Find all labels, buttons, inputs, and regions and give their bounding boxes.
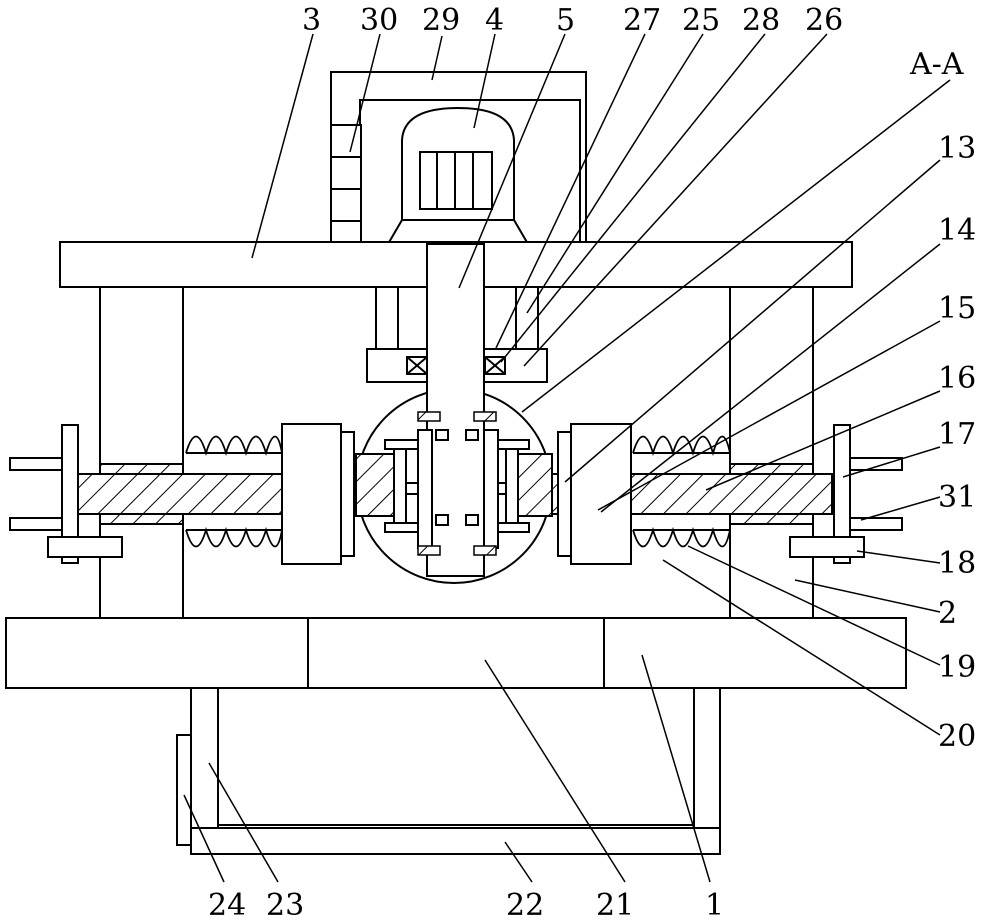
label-19: 19 — [938, 650, 976, 685]
label-17: 17 — [938, 417, 976, 452]
spring-upper-left — [185, 435, 283, 457]
left-knob — [47, 424, 123, 564]
label-25: 25 — [682, 3, 720, 38]
leader-lines — [183, 33, 951, 883]
left-slider-block — [281, 423, 355, 565]
spring-upper-right — [632, 435, 731, 457]
part-labels: 3 30 29 4 5 27 25 28 26 A-A 13 14 15 16 … — [208, 3, 976, 923]
label-30: 30 — [360, 3, 398, 38]
lower-frame — [176, 687, 721, 855]
motor — [386, 106, 530, 245]
label-16: 16 — [938, 361, 976, 396]
label-29: 29 — [422, 3, 460, 38]
label-18: 18 — [938, 546, 976, 581]
label-28: 28 — [742, 3, 780, 38]
base-plate — [5, 617, 907, 689]
label-24: 24 — [208, 888, 246, 923]
label-13: 13 — [938, 131, 976, 166]
section-label: A-A — [909, 47, 964, 82]
label-23: 23 — [266, 888, 304, 923]
left-column — [99, 286, 184, 619]
label-27: 27 — [623, 3, 661, 38]
label-14: 14 — [938, 213, 976, 248]
label-15: 15 — [938, 291, 976, 326]
side-bracket — [330, 124, 362, 245]
spring-lower-right — [632, 526, 731, 548]
label-1: 1 — [705, 888, 724, 923]
label-5: 5 — [556, 3, 575, 38]
label-4: 4 — [485, 3, 504, 38]
motor-housing — [330, 71, 587, 245]
right-slider-block — [557, 423, 632, 565]
label-21: 21 — [596, 888, 634, 923]
label-22: 22 — [506, 888, 544, 923]
label-26: 26 — [805, 3, 843, 38]
label-31: 31 — [938, 480, 976, 515]
label-3: 3 — [302, 3, 321, 38]
right-column — [729, 286, 814, 619]
label-2: 2 — [938, 596, 957, 631]
section-detail-aa — [355, 243, 553, 584]
spring-lower-left — [185, 526, 283, 548]
right-knob — [789, 424, 865, 564]
label-20: 20 — [938, 719, 976, 754]
